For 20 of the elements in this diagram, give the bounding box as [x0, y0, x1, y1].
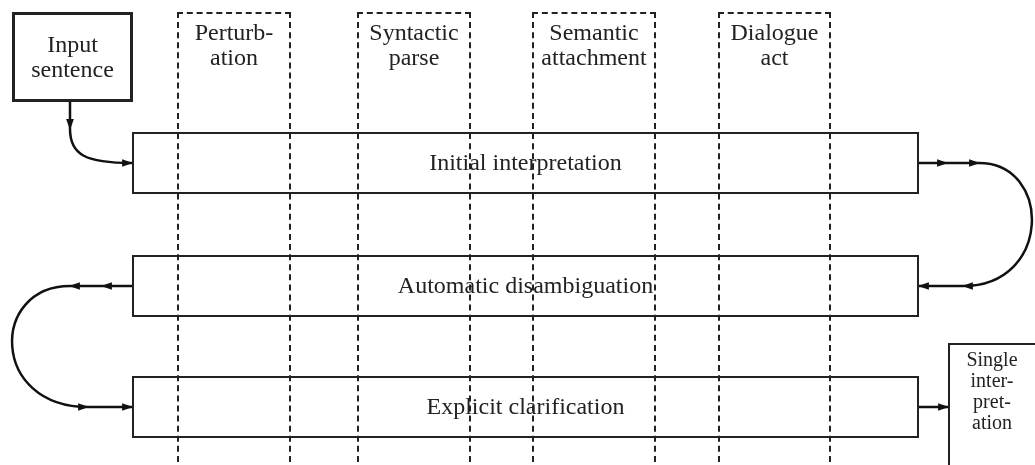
node-label: Initial interpretation: [429, 150, 622, 176]
input-box: [12, 12, 133, 102]
process-row: [132, 255, 919, 317]
arrow: [919, 159, 1034, 290]
node-label: Input sentence: [30, 31, 115, 83]
node-label: Dialogue act: [729, 20, 820, 71]
output-box: [948, 343, 1035, 465]
stage-column: [177, 12, 291, 465]
arrow: [919, 403, 948, 411]
arrow: [10, 282, 132, 411]
node-label: Explicit clarification: [426, 394, 625, 420]
process-row: [132, 376, 919, 438]
arrow: [66, 102, 133, 167]
node-label: Single inter- pret- ation: [965, 349, 1019, 433]
stage-column: [718, 12, 831, 465]
process-row: [132, 132, 919, 194]
node-label: Syntactic parse: [368, 20, 460, 71]
node-label: Semantic attachment: [540, 20, 648, 71]
node-label: Automatic disambiguation: [397, 273, 654, 299]
node-label: Perturb- ation: [193, 20, 275, 71]
